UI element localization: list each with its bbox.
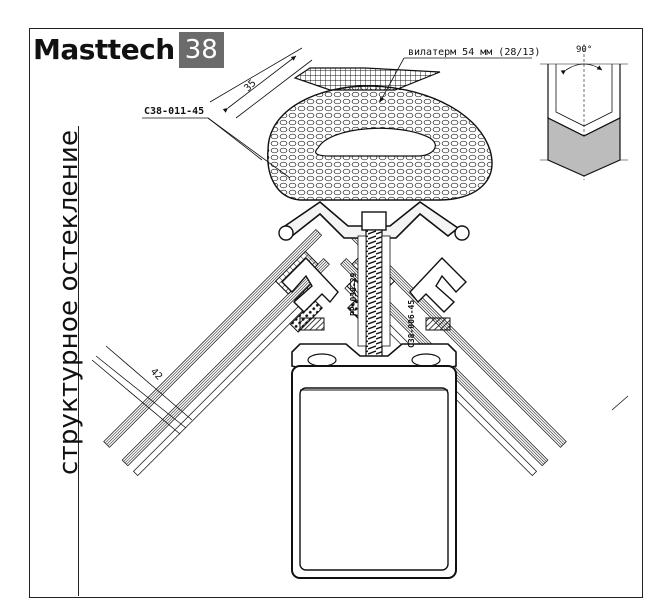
dimension-lower-value: 42 [148, 366, 164, 382]
left-gasket [278, 225, 294, 241]
pressure-plate [280, 200, 460, 239]
callout-profile-label: C38-011-45 [144, 106, 204, 117]
series-badge: 38 [178, 32, 224, 68]
left-clip-seal [299, 317, 325, 331]
bolt-head [361, 211, 387, 231]
callout-profile: C38-011-45 [142, 106, 291, 179]
fixing-bolt [357, 211, 391, 361]
corner-inset: 90° [540, 44, 628, 180]
dimension-upper-value: 35 [242, 78, 258, 94]
dimension-upper [209, 47, 313, 119]
brand-logo: Masttech 38 [33, 32, 224, 68]
callout-sealant-label: вилатерм 54 мм (28/13) [408, 47, 540, 58]
right-gasket [454, 225, 470, 241]
brand-name: Masttech [33, 33, 175, 66]
glass-hatching [104, 230, 321, 447]
callout-sealant: вилатерм 54 мм (28/13) [379, 47, 540, 103]
callout-screw-label: PP-038-29 [349, 272, 358, 316]
left-clip-profile [281, 256, 339, 313]
dimension-lower [91, 345, 193, 435]
inset-glass-block [547, 117, 621, 177]
backer-rod-core [315, 127, 436, 157]
inset-angle-arc [560, 63, 603, 75]
bolt-thread [365, 229, 383, 361]
inset-angle-label: 90° [576, 45, 592, 55]
right-clip-seal [425, 317, 451, 331]
right-clip-profile [409, 256, 467, 313]
callout-clip-label: C38-006-45 [407, 300, 416, 348]
side-title-panel [29, 126, 79, 596]
mullion-profile [291, 365, 457, 579]
